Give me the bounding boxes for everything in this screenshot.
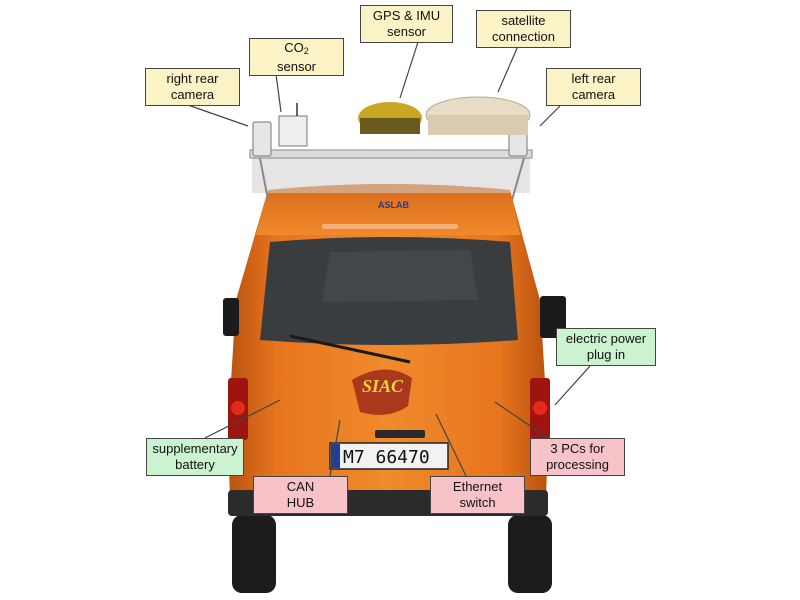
callout-electric-power-plug: electric power plug in xyxy=(556,328,656,366)
callout-can-line1: CAN xyxy=(286,479,315,494)
callout-left-rear-line2: camera xyxy=(571,87,616,102)
window-reflection xyxy=(322,250,478,302)
license-plate xyxy=(329,442,449,470)
right-rear-camera-device xyxy=(252,121,272,157)
callout-satellite-line2: connection xyxy=(492,29,555,44)
van-roof xyxy=(256,184,520,235)
callout-right-rear-line1: right rear xyxy=(166,71,219,86)
license-plate-text: M7 66470 xyxy=(343,447,430,468)
gps-antenna-base xyxy=(360,118,420,134)
callout-pcs-line1: 3 PCs for xyxy=(550,441,605,456)
callout-ethernet-line2: switch xyxy=(459,495,496,510)
callout-gps-imu-sensor: GPS & IMU sensor xyxy=(360,5,453,43)
plate-eu-band xyxy=(331,444,340,468)
callout-co2-sensor: CO2 sensor xyxy=(249,38,344,76)
callout-can-hub: CAN HUB xyxy=(253,476,348,514)
callout-battery-line1: supplementary xyxy=(152,441,238,456)
callout-co2-line2: sensor xyxy=(276,58,317,74)
callout-right-rear-camera: right rear camera xyxy=(145,68,240,106)
brake-light-strip xyxy=(322,224,458,229)
door-handle xyxy=(375,430,425,438)
callout-co2-line1: CO2 xyxy=(284,40,309,59)
callout-satellite-connection: satellite connection xyxy=(476,10,571,48)
callout-left-rear-camera: left rear camera xyxy=(546,68,641,106)
left-tail-light-bulb xyxy=(231,401,245,415)
callout-pointers xyxy=(184,41,591,477)
callout-3-pcs-processing: 3 PCs for processing xyxy=(530,438,625,476)
left-mirror xyxy=(223,298,239,336)
siac-logo: SIAC xyxy=(362,376,404,396)
co2-main: CO xyxy=(284,39,304,55)
callout-left-rear-line1: left rear xyxy=(571,71,616,86)
satellite-dome-base xyxy=(428,115,528,135)
rack-strut-right xyxy=(511,157,525,201)
roof-rack xyxy=(252,155,530,193)
callout-power-line2: plug in xyxy=(586,347,626,362)
callout-ethernet-line1: Ethernet xyxy=(452,479,503,494)
callout-pcs-line2: processing xyxy=(546,457,609,472)
callout-power-line1: electric power xyxy=(565,331,647,346)
callout-gps-imu-line2: sensor xyxy=(386,24,427,39)
right-tail-light-bulb xyxy=(533,401,547,415)
callout-ethernet-switch: Ethernet switch xyxy=(430,476,525,514)
co2-subscript: 2 xyxy=(303,45,309,56)
callout-supplementary-battery: supplementary battery xyxy=(146,438,244,476)
co2-sensor-device xyxy=(278,115,308,147)
brand-badge: ASLAB xyxy=(378,200,409,210)
callout-battery-line2: battery xyxy=(175,457,215,472)
left-tire xyxy=(232,515,276,593)
callout-gps-imu-line1: GPS & IMU xyxy=(372,8,441,23)
rear-wiper xyxy=(289,334,411,364)
rack-strut-left xyxy=(259,157,269,201)
siac-logo-graphic xyxy=(352,369,412,415)
callout-can-line2: HUB xyxy=(286,495,315,510)
callout-right-rear-line2: camera xyxy=(170,87,215,102)
right-mirror xyxy=(540,296,566,338)
roof-rack-rail xyxy=(249,149,533,159)
callout-satellite-line1: satellite xyxy=(501,13,546,28)
right-tire xyxy=(508,515,552,593)
